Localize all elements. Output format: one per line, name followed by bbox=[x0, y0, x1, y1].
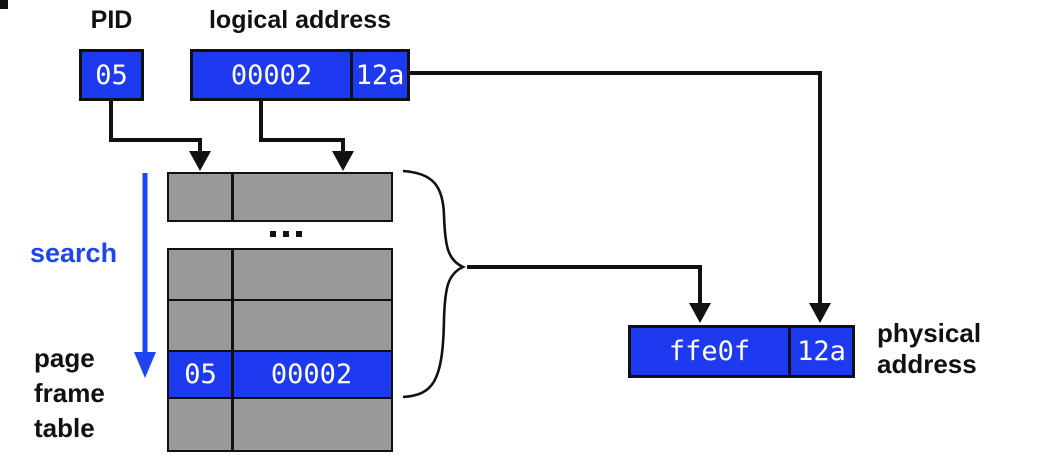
physical-address-label: physical address bbox=[877, 318, 981, 380]
page-to-table-line bbox=[259, 99, 345, 153]
ellipsis-dots bbox=[270, 231, 302, 237]
page-frame-table: 05 00002 bbox=[167, 248, 393, 452]
page-to-table-arrowhead-icon bbox=[332, 151, 354, 171]
page-frame-table-line: frame bbox=[34, 378, 105, 408]
pid-to-table-arrowhead-icon bbox=[189, 151, 211, 171]
ellipsis-dot bbox=[270, 231, 276, 237]
table-row bbox=[169, 250, 391, 299]
physical-offset-cell: 12a bbox=[788, 328, 852, 375]
offset-to-physical-arrowhead-icon bbox=[809, 303, 831, 323]
column-divider bbox=[231, 250, 234, 450]
table-row bbox=[169, 299, 391, 350]
page-frame-table-line: table bbox=[34, 413, 95, 443]
logical-page-cell: 00002 bbox=[230, 59, 313, 91]
table-row-match: 05 00002 bbox=[169, 350, 391, 397]
pid-to-table-line bbox=[109, 99, 202, 153]
match-page-cell: 00002 bbox=[270, 359, 353, 390]
pid-value: 05 bbox=[95, 59, 128, 91]
offset-to-physical-line bbox=[408, 71, 822, 305]
ellipsis-dot bbox=[296, 231, 302, 237]
page-frame-table-label: page frame table bbox=[34, 341, 105, 446]
table-brace-icon bbox=[402, 169, 467, 399]
physical-address-line: address bbox=[877, 349, 977, 379]
search-label: search bbox=[30, 238, 118, 268]
pid-box: 05 bbox=[79, 49, 144, 101]
frame-to-physical-arrowhead-icon bbox=[689, 303, 711, 323]
logical-address-label: logical address bbox=[208, 6, 392, 34]
ellipsis-dot bbox=[283, 231, 289, 237]
physical-address-box: ffe0f 12a bbox=[628, 325, 855, 378]
corner-artifact bbox=[0, 0, 8, 9]
table-row bbox=[169, 397, 391, 450]
physical-address-line: physical bbox=[877, 318, 982, 348]
column-divider bbox=[231, 174, 234, 220]
page-frame-table-line: page bbox=[34, 343, 95, 373]
physical-frame-cell: ffe0f bbox=[668, 336, 751, 367]
frame-to-physical-line bbox=[467, 265, 702, 305]
logical-offset-cell: 12a bbox=[350, 52, 407, 98]
match-pid-cell: 05 bbox=[184, 359, 217, 390]
table-row-top bbox=[167, 172, 393, 222]
pid-label: PID bbox=[90, 6, 133, 34]
search-arrowhead-icon bbox=[134, 352, 156, 378]
logical-address-box: 00002 12a bbox=[190, 49, 410, 101]
